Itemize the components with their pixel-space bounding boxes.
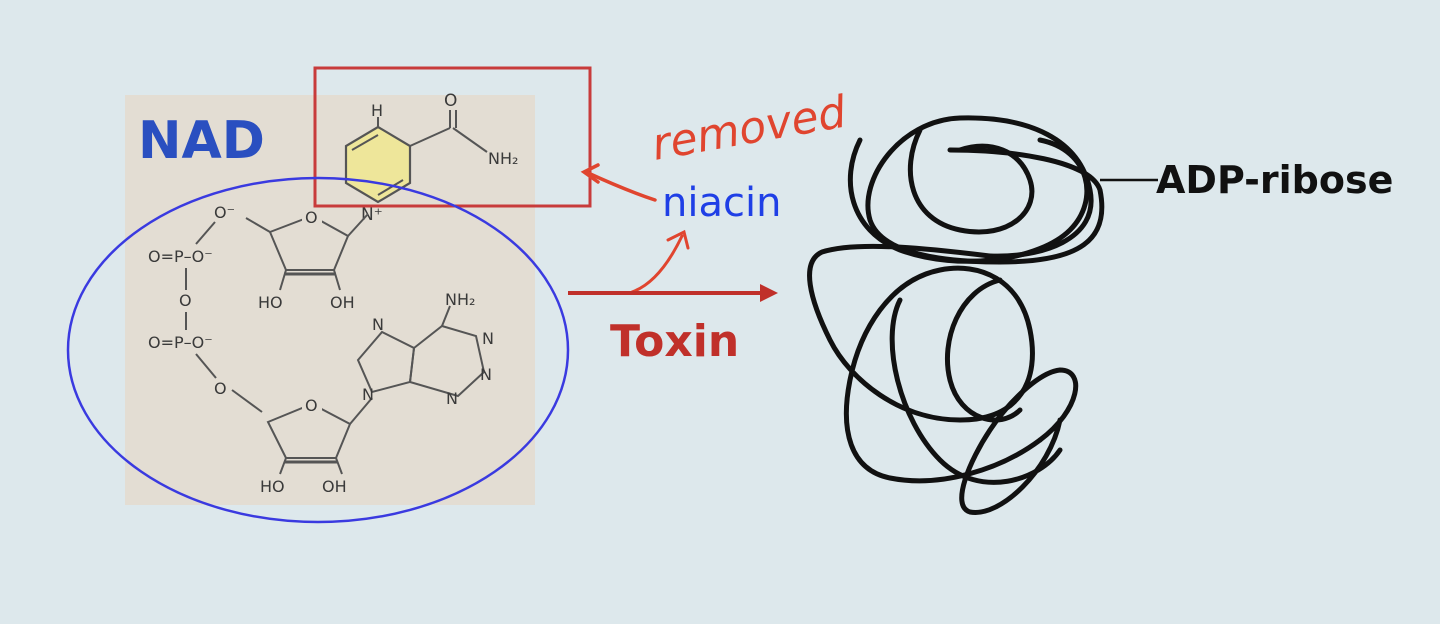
ribose2-oh: OH [322, 477, 347, 496]
curved-arrow-to-niacin [630, 234, 684, 294]
adenine-n7: N [446, 389, 458, 408]
carbonyl-oxygen: O [444, 91, 457, 111]
ring-nitrogen-plus: N⁺ [361, 205, 383, 225]
niacin-to-box-arrowhead [580, 163, 600, 184]
ribose2-ring-oxygen: O [305, 396, 318, 415]
niacin-to-box-arrow [584, 170, 657, 202]
ribose1-ring-oxygen: O [305, 208, 318, 227]
bridge-oxygen: O [179, 291, 192, 310]
nad-label: NAD [138, 111, 265, 171]
toxin-label: Toxin [610, 316, 739, 367]
adenine-n3: N [480, 365, 492, 384]
amide-bond [452, 127, 488, 153]
adp-ribose-label: ADP-ribose [1156, 158, 1393, 202]
ribose1-oh: OH [330, 293, 355, 312]
adenine-n1: N [482, 329, 494, 348]
phosphate-oxygen-bottom: O [214, 379, 227, 398]
carboxamide-bond [409, 127, 451, 147]
adenine: NH₂ N N N N N [356, 290, 494, 408]
ribose-1: O HO OH [245, 208, 369, 312]
adenine-n9: N [362, 385, 374, 404]
adenine-nh2: NH₂ [445, 290, 475, 309]
curved-arrow-to-niacin-head [666, 229, 690, 250]
phosphate-oxygen-top: O⁻ [214, 203, 235, 222]
ribose1-ho: HO [258, 293, 283, 312]
nicotinamide-ring: H O NH₂ N⁺ [344, 91, 518, 225]
amide-nh2: NH₂ [488, 149, 518, 168]
niacin-label: niacin [662, 180, 781, 226]
adp-ribose-ellipse [66, 176, 570, 524]
ring-double-bond-2 [377, 179, 404, 196]
structure-photo-panel [125, 95, 535, 505]
ribose2-ho: HO [260, 477, 285, 496]
phosphate-1: O=P–O⁻ [148, 247, 213, 266]
ring-hydrogen: H [371, 101, 383, 120]
handwritten-note: removed [648, 86, 851, 170]
phosphate-2: O=P–O⁻ [148, 333, 213, 352]
toxin-arrow-head [760, 284, 778, 302]
adenine-n-top: N [372, 315, 384, 334]
ribose-2: O HO OH [260, 396, 373, 496]
pyrophosphate: O⁻ O=P–O⁻ O O=P–O⁻ O [148, 203, 263, 413]
protein-scribble [807, 115, 1105, 515]
ring-double-bond [351, 134, 379, 151]
